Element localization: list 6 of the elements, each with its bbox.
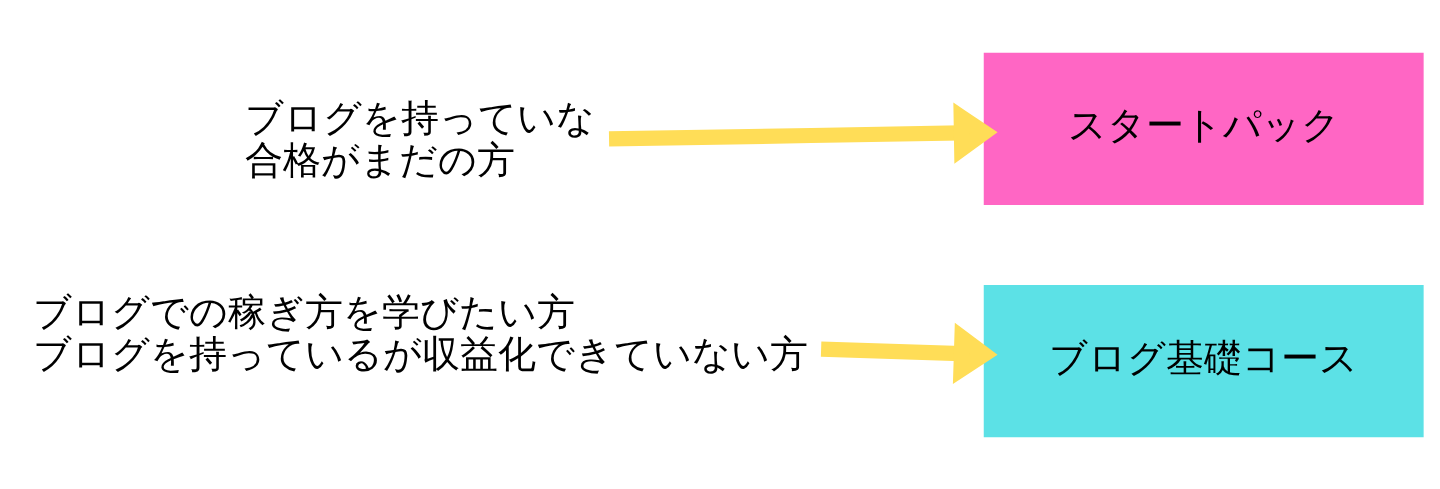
node-box: スタートパック [983,52,1424,205]
node-box: ブログ基礎コース [983,284,1424,437]
node-text: ブログでの稼ぎ方を学びたい方 ブログを持っているが収益化できていない方 [32,289,808,376]
arrow [820,322,998,384]
arrow [608,101,998,164]
node-text: ブログを持っていな 合格がまだの方 [244,95,595,182]
